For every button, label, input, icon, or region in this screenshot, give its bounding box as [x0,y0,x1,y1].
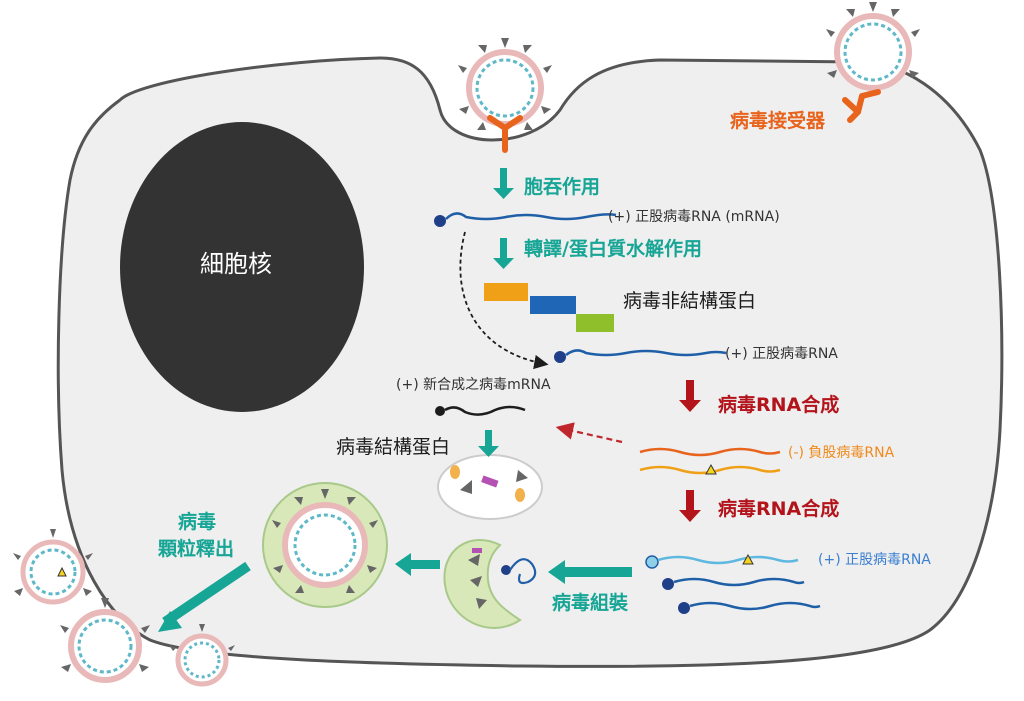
pos-rna-2-strands [645,553,821,614]
arrow-to-virion [395,553,440,576]
arrow-structural [478,430,499,457]
release-label-line2: 顆粒釋出 [158,538,235,560]
receptor-entry [487,115,523,153]
virus-particle-entry [458,38,552,130]
nsp-block-green [576,314,614,332]
translation-label: 轉譯/蛋白質水解作用 [524,238,702,260]
nsp-block-orange [484,283,528,301]
assembled-virion [262,482,388,608]
receptor-bound [842,89,881,123]
nonstructural-label: 病毒非結構蛋白 [623,290,757,312]
pos-rna-1-label: (+) 正股病毒RNA [725,346,838,362]
released-virion-1 [13,529,93,605]
virus-particle-bound [826,2,920,91]
arrow-rna-synth-1 [679,380,701,412]
released-virion-3 [169,624,235,687]
arrow-rna-synth-2 [679,490,701,522]
structural-label: 病毒結構蛋白 [336,436,451,458]
pos-rna-1-strand [554,349,727,363]
pos-rna-2-label: (+) 正股病毒RNA [818,552,931,568]
assembly-label: 病毒組裝 [552,592,629,614]
arrow-endocytosis [493,168,514,199]
arrow-translation [493,238,514,269]
rna-synth-1-label: 病毒RNA合成 [718,394,840,416]
receptor-label: 病毒接受器 [730,110,826,132]
nsp-block-blue [530,296,576,314]
mrna-strand [434,212,617,227]
rna-synth-2-label: 病毒RNA合成 [718,498,840,520]
new-mrna-strand [435,405,526,416]
arrow-assembly [548,560,632,584]
arrow-dashed-red [555,422,623,444]
new-mrna-label: (+) 新合成之病毒mRNA [396,377,551,393]
arrow-dashed-new-mrna [459,231,549,370]
mrna-label: (+) 正股病毒RNA (mRNA) [608,209,780,225]
assembly-vesicle [443,539,537,629]
neg-rna-label: (-) 負股病毒RNA [788,445,895,461]
release-label-line1: 病毒 [178,511,217,533]
nucleus-label: 細胞核 [200,250,272,278]
endocytosis-label: 胞吞作用 [524,176,601,198]
neg-rna-strand [639,447,781,475]
nucleus [120,122,364,412]
arrow-release [158,561,251,632]
structural-protein-group [437,454,543,520]
